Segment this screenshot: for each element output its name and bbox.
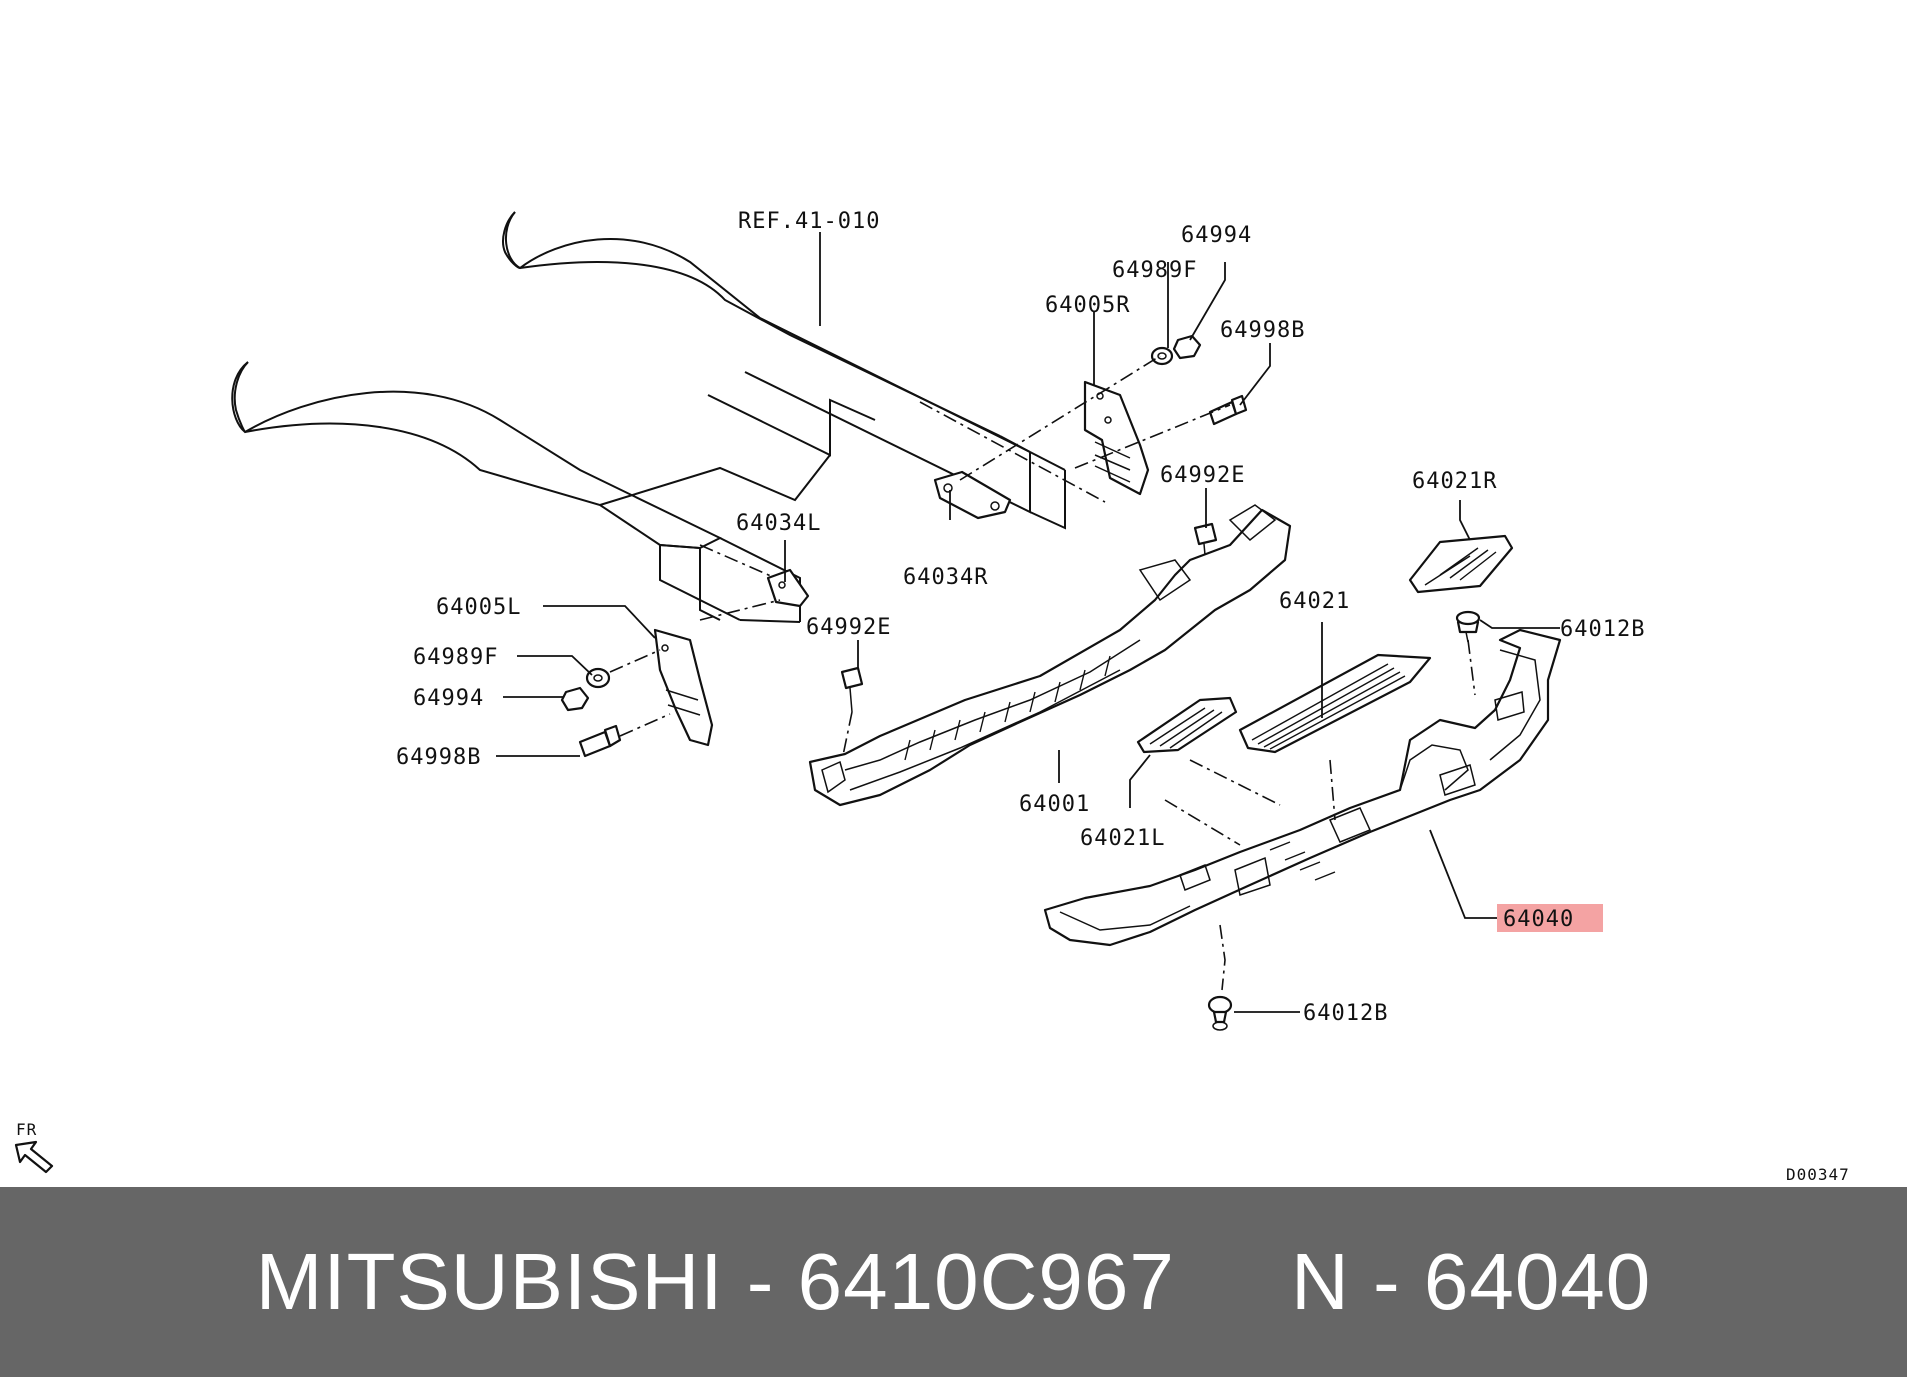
bracket-64034r [933, 470, 1012, 520]
label-64992e-mid[interactable]: 64992E [806, 615, 891, 640]
front-direction-marker: FR [14, 1120, 54, 1174]
step-pad-64021l [1136, 696, 1238, 754]
arrow-icon [14, 1140, 54, 1174]
washer-64989f-top [1150, 346, 1174, 366]
step-pad-64021r [1408, 534, 1514, 594]
bracket-64005l [653, 628, 714, 747]
label-64994-left[interactable]: 64994 [413, 686, 484, 711]
label-64012b-top[interactable]: 64012B [1560, 617, 1645, 642]
nut-64994-left [560, 686, 590, 712]
bolt-64992e-mid [840, 666, 864, 713]
label-64012b-bottom[interactable]: 64012B [1303, 1001, 1388, 1026]
label-64021r[interactable]: 64021R [1412, 469, 1497, 494]
label-ref-41-010[interactable]: REF.41-010 [738, 209, 880, 234]
label-64001[interactable]: 64001 [1019, 792, 1090, 817]
label-64989f-top[interactable]: 64989F [1112, 258, 1197, 283]
bolt-64998b-left [578, 724, 622, 758]
rear-bumper-64040 [1043, 628, 1562, 947]
label-64998b-left[interactable]: 64998B [396, 745, 481, 770]
label-64998b-top[interactable]: 64998B [1220, 318, 1305, 343]
label-64021l[interactable]: 64021L [1080, 826, 1165, 851]
label-64034l[interactable]: 64034L [736, 511, 821, 536]
bracket-64034l [766, 568, 810, 608]
label-64994-top[interactable]: 64994 [1181, 223, 1252, 248]
clip-64012b-bottom [1207, 995, 1233, 1031]
label-64021[interactable]: 64021 [1279, 589, 1350, 614]
nut-64994-top [1172, 334, 1202, 360]
label-64992e-top[interactable]: 64992E [1160, 463, 1245, 488]
clip-64012b-top [1455, 610, 1481, 643]
label-64040[interactable]: 64040 [1503, 907, 1574, 932]
part-number-banner: MITSUBISHI - 6410C967 N - 64040 [0, 1187, 1907, 1377]
label-64989f-left[interactable]: 64989F [413, 645, 498, 670]
fr-label: FR [16, 1120, 37, 1139]
label-64034r[interactable]: 64034R [903, 565, 988, 590]
bolt-64998b-top [1208, 394, 1248, 426]
bumper-support-64001 [808, 504, 1292, 807]
drawing-code: D00347 [1786, 1165, 1850, 1184]
label-64005r[interactable]: 64005R [1045, 293, 1130, 318]
label-64005l[interactable]: 64005L [436, 595, 521, 620]
frame-rails [231, 211, 1106, 623]
parts-diagram: REF.41-010 64994 64989F 64005R 64998B 64… [14, 209, 1850, 1184]
leader-lines [496, 232, 1560, 1013]
part-number-text: MITSUBISHI - 6410C967 N - 64040 [255, 1237, 1652, 1326]
bracket-64005r [1083, 380, 1150, 496]
highlight-64040 [1497, 904, 1603, 932]
washer-64989f-left [585, 667, 611, 689]
step-pad-64021 [1238, 653, 1432, 754]
